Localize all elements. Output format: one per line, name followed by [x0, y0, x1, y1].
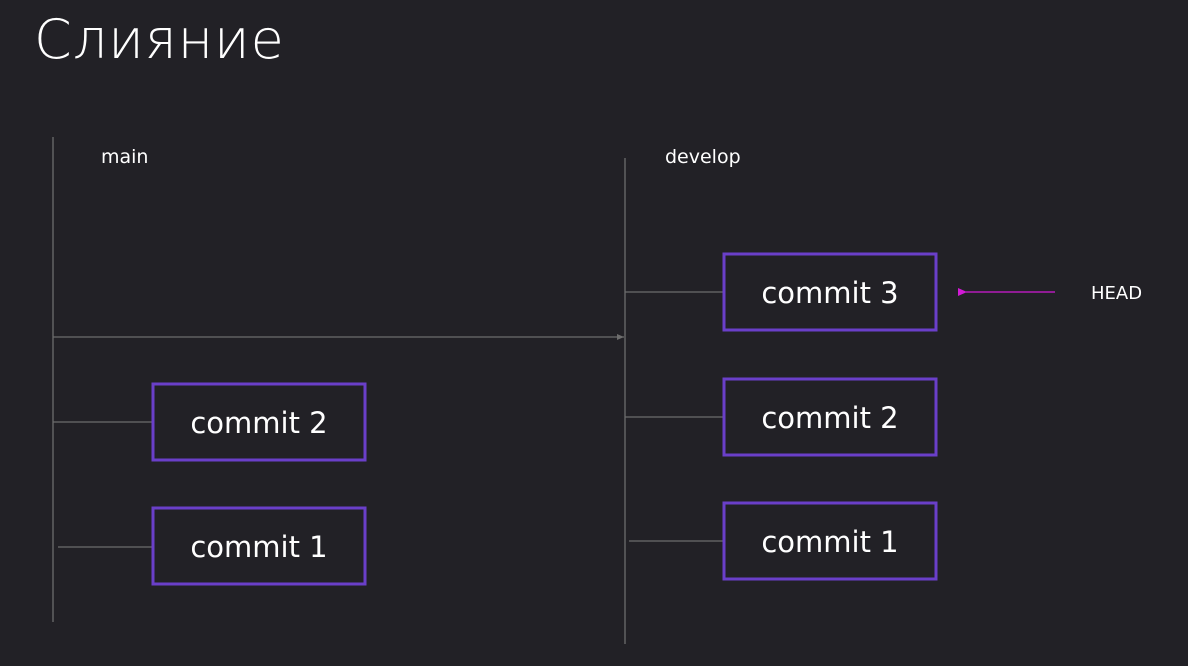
main-branch-label: main: [101, 146, 148, 168]
develop-commit-1-label: commit 1: [761, 525, 898, 559]
main-commit-1-label: commit 1: [190, 530, 327, 564]
head-label: HEAD: [1091, 283, 1142, 304]
develop-commit-3-label: commit 3: [761, 276, 898, 310]
main-commit-2-box: [151, 382, 367, 462]
develop-commit-3-box: [722, 252, 938, 332]
main-commit-1-box: [151, 506, 367, 586]
develop-branch-label: develop: [665, 146, 741, 168]
develop-commit-1-box: [722, 501, 938, 581]
develop-commit-2-label: commit 2: [761, 401, 898, 435]
page-title: Слияние: [34, 8, 285, 71]
main-commit-2-label: commit 2: [190, 406, 327, 440]
develop-commit-2-box: [722, 377, 938, 457]
